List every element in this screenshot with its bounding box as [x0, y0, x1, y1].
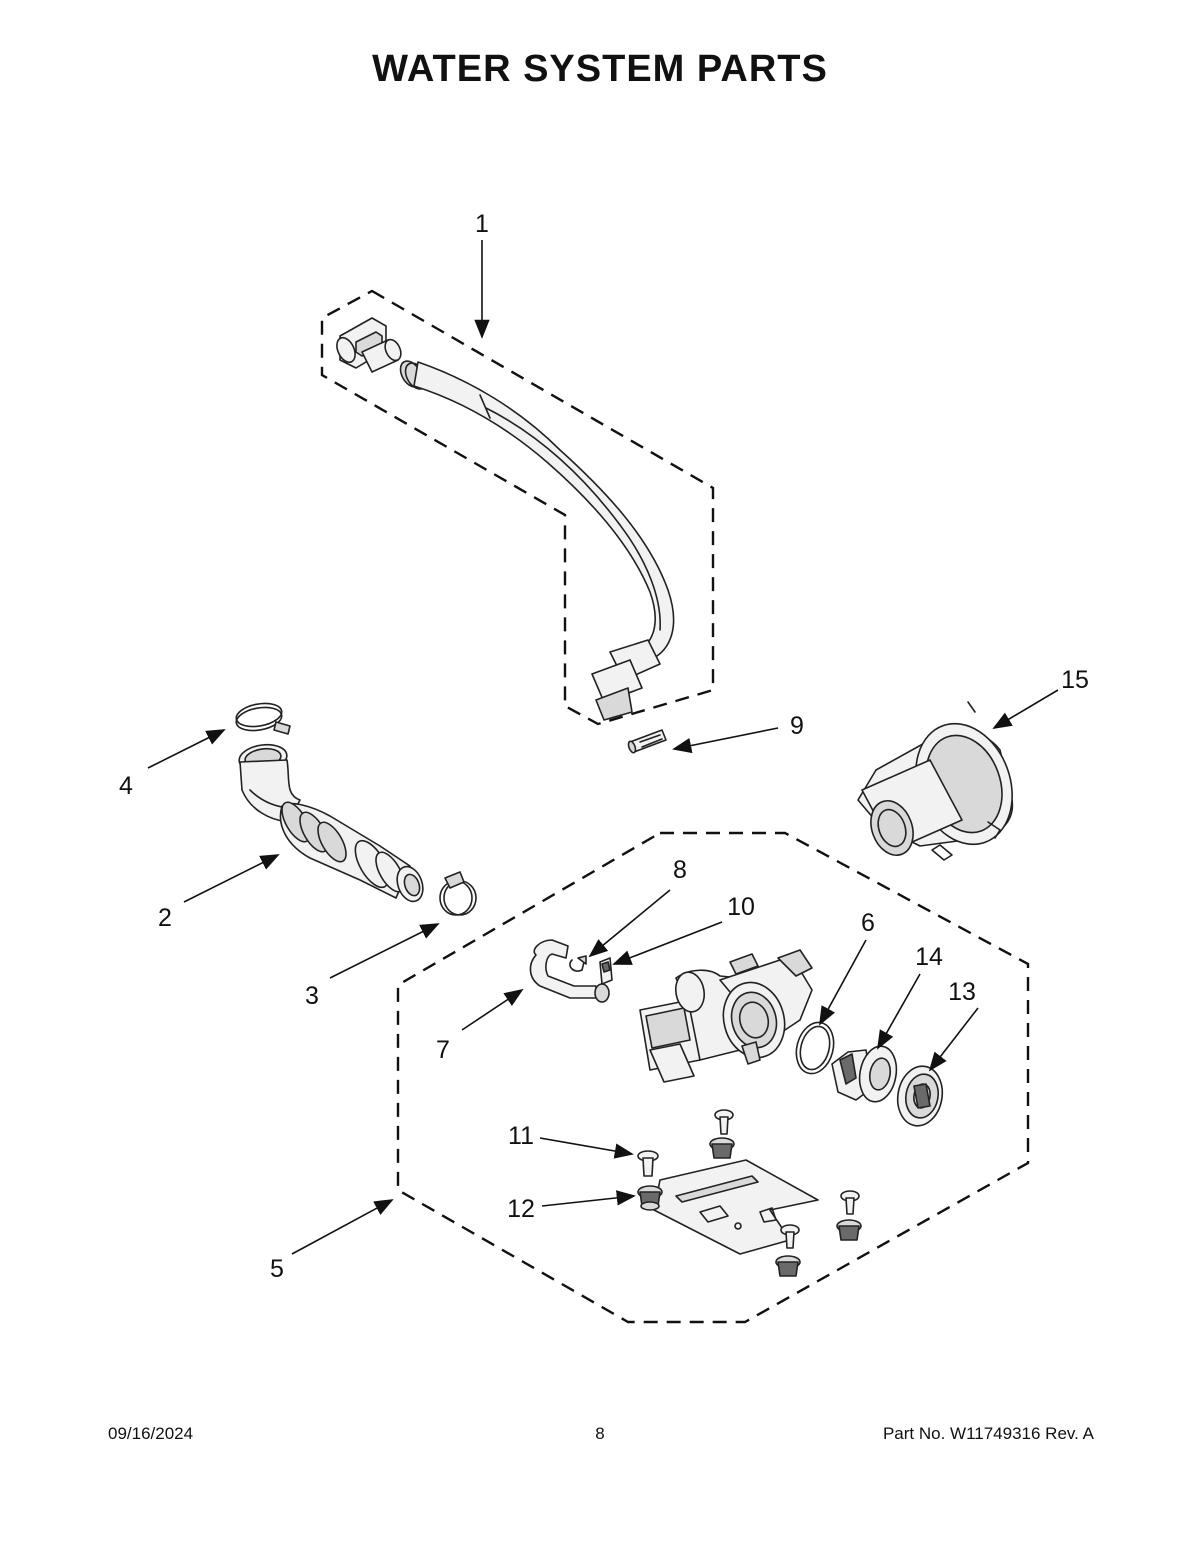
leader-4 [147, 729, 226, 769]
callout-4: 4 [119, 772, 133, 800]
leader-2 [183, 854, 280, 903]
filter-part [831, 1045, 898, 1103]
check-valve-part [599, 957, 613, 985]
page-title: WATER SYSTEM PARTS [372, 48, 828, 90]
callout-labels: 1 2 3 4 5 6 7 8 9 10 11 12 13 14 15 [119, 210, 1089, 1283]
grommet-part [637, 1137, 862, 1277]
drain-hose-part [336, 317, 675, 721]
callout-10: 10 [727, 893, 755, 921]
filter-housing-part [857, 701, 1014, 861]
leader-11 [539, 1137, 634, 1159]
screw-part [637, 1109, 860, 1249]
callout-15: 15 [1061, 666, 1089, 694]
leader-5 [291, 1199, 394, 1255]
pump-group-outline [396, 831, 1030, 1324]
leader-13 [928, 1007, 979, 1072]
callout-9: 9 [790, 712, 804, 740]
clamp-top-part [235, 702, 291, 735]
footer-date: 09/16/2024 [108, 1424, 194, 1443]
callout-13: 13 [948, 978, 976, 1006]
footer-part-number: Part No. W11749316 Rev. A [882, 1424, 1094, 1443]
callout-1: 1 [475, 210, 489, 238]
callout-7: 7 [436, 1036, 450, 1064]
drain-pump-part [639, 949, 813, 1083]
callout-6: 6 [861, 909, 875, 937]
o-ring-part [795, 1021, 835, 1075]
mounting-bracket-part [653, 1159, 819, 1255]
leader-6 [819, 939, 867, 1026]
leader-3 [329, 923, 440, 979]
footer-page-number: 8 [595, 1424, 605, 1443]
leader-14 [877, 973, 921, 1050]
callout-8: 8 [673, 856, 687, 884]
leader-12 [541, 1190, 636, 1207]
filter-cap-part [896, 1065, 944, 1127]
leader-15 [992, 689, 1059, 729]
leader-9 [672, 727, 779, 754]
pump-hose-part [238, 743, 424, 903]
callout-12: 12 [507, 1195, 535, 1223]
small-hose-part [529, 939, 610, 1003]
callout-11: 11 [508, 1122, 534, 1150]
callout-14: 14 [915, 943, 943, 971]
leader-7 [461, 988, 524, 1031]
leader-lines [147, 240, 1059, 1255]
hose-group-outline [320, 289, 715, 726]
clamp-bottom-part [439, 871, 477, 916]
callout-2: 2 [158, 904, 172, 932]
leader-10 [612, 921, 723, 965]
callout-3: 3 [305, 982, 319, 1010]
hose-clip-part [569, 955, 587, 972]
callout-5: 5 [270, 1255, 284, 1283]
pin-part [627, 729, 667, 754]
leader-8 [588, 889, 671, 958]
